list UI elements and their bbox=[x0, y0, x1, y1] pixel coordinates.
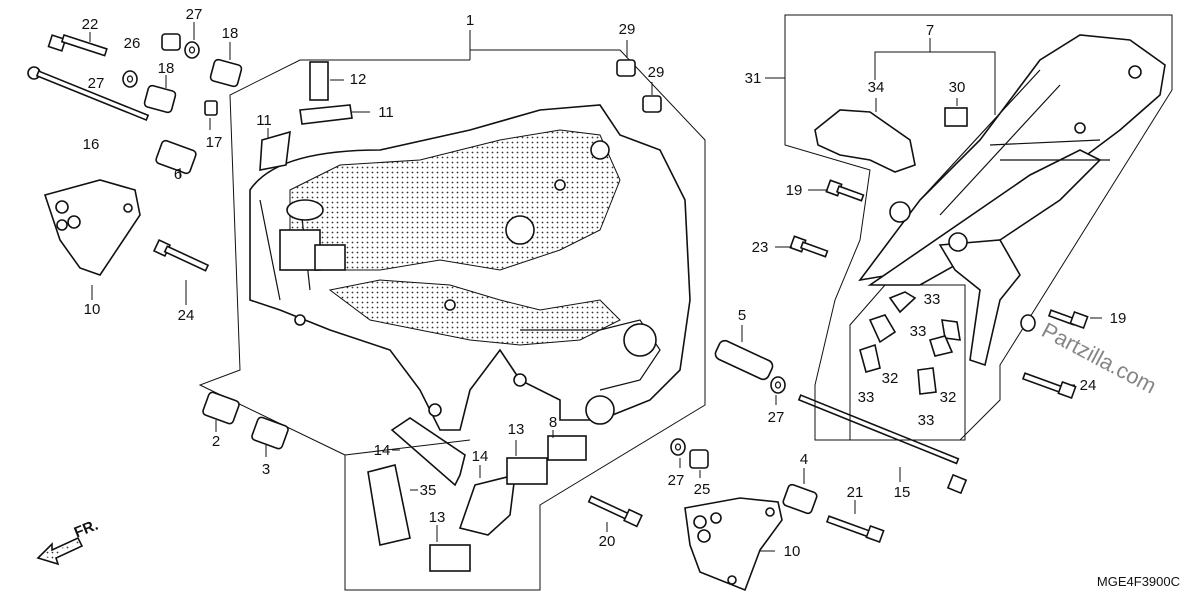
pad-30 bbox=[944, 107, 968, 127]
front-arrow-label: FR. bbox=[72, 517, 101, 542]
collar-4 bbox=[782, 483, 818, 515]
bolt-16 bbox=[27, 66, 150, 122]
collar-5 bbox=[714, 339, 774, 381]
bolt-19-right bbox=[1047, 309, 1089, 330]
callout-32: 32 bbox=[882, 370, 899, 387]
washer-27-subframe bbox=[1020, 314, 1036, 332]
callout-13: 13 bbox=[429, 509, 446, 526]
callout-24: 24 bbox=[178, 307, 195, 324]
group-7-bracket bbox=[874, 38, 996, 115]
callout-20: 20 bbox=[599, 533, 616, 550]
callout-15: 15 bbox=[894, 484, 911, 501]
callout-29: 29 bbox=[619, 21, 636, 38]
washer-27-right bbox=[770, 376, 786, 394]
pad-11-right bbox=[299, 104, 353, 125]
callout-12: 12 bbox=[350, 71, 367, 88]
callout-14: 14 bbox=[472, 448, 489, 465]
callout-5: 5 bbox=[738, 307, 746, 324]
callout-10: 10 bbox=[784, 543, 801, 560]
callout-27: 27 bbox=[88, 75, 105, 92]
lower-pad-group-outline bbox=[344, 439, 471, 456]
callout-27: 27 bbox=[768, 409, 785, 426]
callout-4: 4 bbox=[800, 451, 808, 468]
bolt-20 bbox=[587, 495, 643, 528]
callout-19: 19 bbox=[786, 182, 803, 199]
callout-17: 17 bbox=[206, 134, 223, 151]
bolt-17 bbox=[204, 100, 218, 116]
bolt-24-left bbox=[152, 238, 210, 272]
callout-25: 25 bbox=[694, 481, 711, 498]
nut-26 bbox=[161, 33, 181, 51]
nut-29-lower bbox=[642, 95, 662, 113]
callout-labels: 1 22 27 18 26 18 27 16 17 6 12 11 11 10 … bbox=[82, 6, 1127, 560]
callout-32: 32 bbox=[940, 389, 957, 406]
pad-14-upper bbox=[390, 417, 466, 487]
collar-6 bbox=[155, 139, 197, 175]
collar-2 bbox=[202, 391, 240, 425]
nut-29-upper bbox=[616, 59, 636, 77]
pad-35 bbox=[367, 464, 411, 546]
callout-31: 31 bbox=[745, 70, 762, 87]
callout-2: 2 bbox=[212, 433, 220, 450]
collar-3 bbox=[251, 416, 289, 450]
callout-34: 34 bbox=[868, 79, 885, 96]
callout-11: 11 bbox=[378, 104, 394, 121]
callout-1: 1 bbox=[466, 12, 474, 29]
callout-22: 22 bbox=[82, 16, 99, 33]
callout-33: 33 bbox=[858, 389, 875, 406]
callout-14: 14 bbox=[374, 442, 391, 459]
pad-12 bbox=[309, 61, 329, 101]
callout-23: 23 bbox=[752, 239, 769, 256]
diagram-code: MGE4F3900C bbox=[1097, 574, 1180, 589]
main-frame bbox=[249, 104, 691, 431]
callout-35: 35 bbox=[420, 482, 437, 499]
callout-33: 33 bbox=[924, 291, 941, 308]
callout-19: 19 bbox=[1110, 310, 1127, 327]
bolt-15 bbox=[797, 394, 968, 495]
callout-3: 3 bbox=[262, 461, 270, 478]
bracket-34 bbox=[814, 109, 916, 173]
bushing-18-lower bbox=[143, 84, 177, 114]
callout-33: 33 bbox=[918, 412, 935, 429]
callout-26: 26 bbox=[124, 35, 141, 52]
front-arrow: FR. bbox=[36, 517, 101, 566]
rear-subframe bbox=[858, 34, 1166, 367]
callout-6: 6 bbox=[174, 166, 182, 183]
washer-27-top bbox=[184, 41, 200, 59]
callout-7: 7 bbox=[926, 22, 934, 39]
pad-13-lower bbox=[429, 544, 471, 572]
pad-11-left bbox=[259, 130, 291, 171]
bushing-18-upper bbox=[209, 58, 243, 88]
callout-30: 30 bbox=[949, 79, 966, 96]
callout-16: 16 bbox=[83, 136, 100, 153]
pad-13-upper bbox=[506, 457, 548, 485]
pad-box-32-33 bbox=[849, 284, 966, 441]
callout-18: 18 bbox=[222, 25, 239, 42]
bolt-19-upper bbox=[825, 179, 865, 202]
bolt-24-right bbox=[1021, 372, 1077, 400]
bolt-23 bbox=[789, 235, 829, 258]
callout-8: 8 bbox=[549, 414, 557, 431]
pad-8 bbox=[547, 435, 587, 461]
callout-33: 33 bbox=[910, 323, 927, 340]
leader-lines bbox=[89, 22, 1102, 552]
callout-24: 24 bbox=[1080, 377, 1097, 394]
nut-25 bbox=[689, 449, 709, 469]
callout-11: 11 bbox=[256, 112, 272, 129]
main-frame-group-outline bbox=[198, 30, 706, 591]
bracket-10-right bbox=[684, 497, 783, 592]
callout-21: 21 bbox=[847, 484, 864, 501]
callout-27: 27 bbox=[186, 6, 203, 23]
bolt-22 bbox=[47, 34, 108, 57]
callout-29: 29 bbox=[648, 64, 665, 81]
bolt-21 bbox=[825, 515, 885, 544]
callout-13: 13 bbox=[508, 421, 525, 438]
callout-27: 27 bbox=[668, 472, 685, 489]
callout-10: 10 bbox=[84, 301, 101, 318]
washer-27-bottom bbox=[670, 438, 686, 456]
bracket-10-left bbox=[43, 179, 141, 276]
washer-27-left bbox=[122, 70, 138, 88]
callout-18: 18 bbox=[158, 60, 175, 77]
